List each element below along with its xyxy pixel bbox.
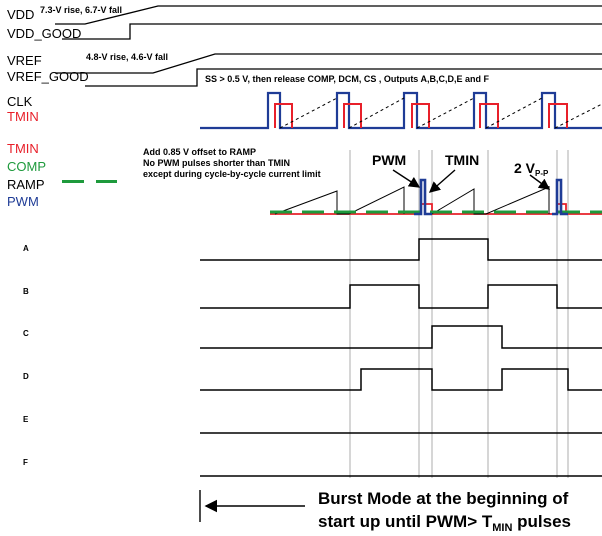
burst-mode-line-2-suffix: pulses — [512, 512, 572, 531]
comp-legend-dashes — [62, 180, 117, 183]
tmin-callout: TMIN — [445, 152, 480, 168]
comp-label: COMP — [7, 159, 46, 174]
ramp-vpp-value: 2 V — [514, 160, 536, 176]
burst-mode-line-2-subscript: MIN — [492, 522, 513, 534]
channel-f-label: F — [23, 458, 28, 467]
tmin-callout-arrow — [428, 169, 456, 193]
burst-mode-line-2-text: start up until PWM> T — [318, 512, 493, 531]
output-b-waveform — [200, 284, 602, 309]
pwm-callout: PWM — [372, 152, 407, 168]
soft-start-note: SS > 0.5 V, then release COMP, DCM, CS ,… — [205, 74, 489, 84]
pwm-waveform — [414, 178, 568, 216]
burst-mode-line-2: start up until PWM> TMIN pulses — [318, 513, 571, 534]
channel-b-label: B — [23, 287, 29, 296]
ramp-note-line-2: No PWM pulses shorter than TMIN — [143, 158, 291, 168]
output-c-waveform — [200, 325, 602, 349]
channel-e-label: E — [23, 415, 29, 424]
vdd-threshold-note: 7.3-V rise, 6.7-V fall — [40, 5, 123, 15]
pwm-label: PWM — [7, 194, 39, 209]
vref-good-label: VREF_GOOD — [7, 69, 89, 84]
ramp-vpp-callout: 2 VP-P — [514, 161, 548, 178]
time-markers — [349, 150, 569, 478]
ramp-note-line-1: Add 0.85 V offset to RAMP — [143, 147, 257, 157]
burst-mode-line-1: Burst Mode at the beginning of — [318, 489, 569, 508]
vref-good-waveform — [85, 68, 602, 87]
tmin-clk-waveform — [274, 103, 568, 128]
ramp-waveform — [274, 186, 550, 215]
tmin-label: TMIN — [7, 141, 39, 156]
ramp-label: RAMP — [7, 177, 45, 192]
vdd-waveform — [55, 5, 602, 25]
vpp-callout-arrow — [529, 174, 551, 190]
ramp-note-line-3: except during cycle-by-cycle current lim… — [143, 169, 321, 179]
clk-ramp-dashes — [279, 97, 602, 129]
output-a-waveform — [200, 238, 602, 261]
channel-a-label: A — [23, 244, 29, 253]
vref-label: VREF — [7, 53, 42, 68]
vdd-good-label: VDD_GOOD — [7, 26, 82, 41]
vref-waveform — [55, 53, 602, 74]
vdd-label: VDD — [7, 7, 35, 22]
pwm-callout-arrow — [392, 169, 421, 188]
channel-c-label: C — [23, 329, 29, 338]
clk-label: CLK — [7, 94, 33, 109]
tmin-top-label: TMIN — [7, 109, 39, 124]
output-d-waveform — [200, 368, 602, 391]
channel-d-label: D — [23, 372, 29, 381]
vref-threshold-note: 4.8-V rise, 4.6-V fall — [86, 52, 169, 62]
ramp-vpp-subscript: P-P — [535, 169, 549, 178]
clk-waveform — [200, 91, 602, 130]
vdd-good-waveform — [62, 23, 602, 40]
